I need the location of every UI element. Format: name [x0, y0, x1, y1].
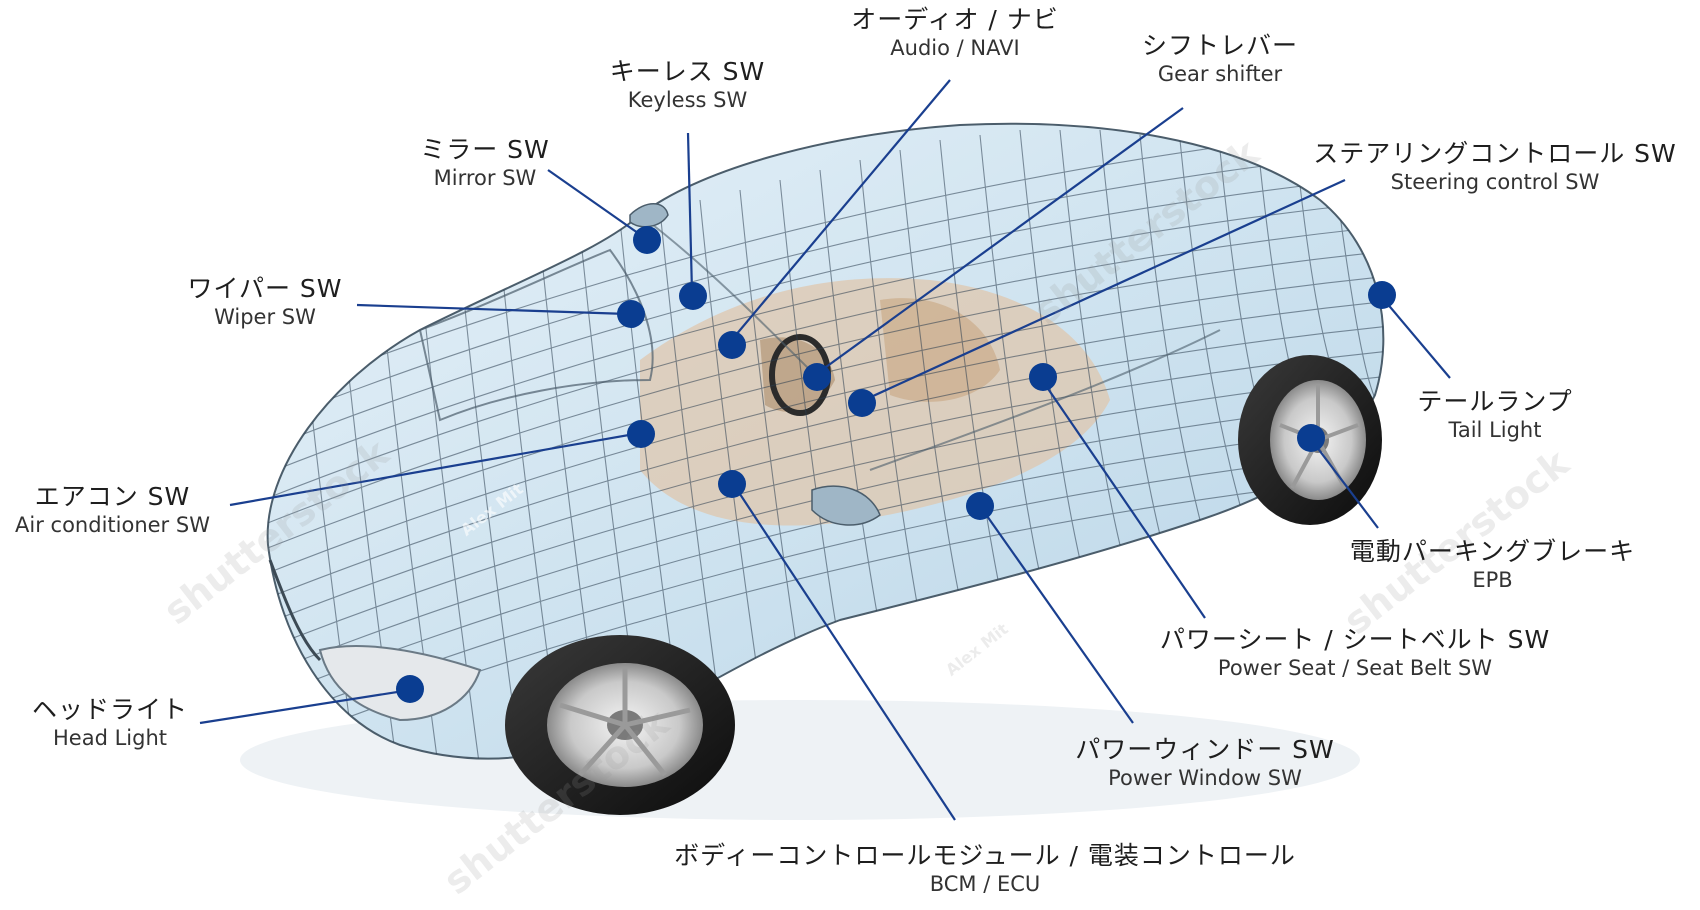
marker-epb [1297, 424, 1325, 452]
callout-bcm-jp: ボディーコントロールモジュール / 電装コントロール [674, 841, 1296, 870]
callout-seat-jp: パワーシート / シートベルト SW [1159, 625, 1551, 654]
side-mirror [811, 485, 881, 526]
callout-tail: テールランプ Tail Light [1390, 386, 1600, 444]
a-pillar [639, 214, 821, 381]
callout-wiper-en: Wiper SW [214, 305, 316, 330]
callout-headlight-en: Head Light [53, 726, 167, 751]
callout-mirror-jp: ミラー SW [420, 135, 550, 164]
marker-audio [718, 331, 746, 359]
callout-steering-jp: ステアリングコントロール SW [1313, 139, 1677, 168]
marker-tail [1368, 281, 1396, 309]
callout-mirror: ミラー SW Mirror SW [390, 134, 580, 192]
grille-line [268, 559, 322, 662]
leader-window [979, 505, 1134, 724]
marker-wiper [617, 300, 645, 328]
callout-seat: パワーシート / シートベルト SW Power Seat / Seat Bel… [1130, 624, 1580, 682]
front-wheel [505, 635, 735, 815]
callout-bcm: ボディーコントロールモジュール / 電装コントロール BCM / ECU [560, 840, 1410, 898]
callout-wiper: ワイパー SW Wiper SW [160, 273, 370, 331]
callout-tail-jp: テールランプ [1417, 387, 1573, 416]
leader-seat [1039, 376, 1206, 619]
leader-gear [814, 107, 1184, 376]
callout-wiper-jp: ワイパー SW [187, 274, 343, 303]
leader-steering [859, 178, 1346, 404]
leader-aircon [229, 431, 641, 507]
leader-keyless [686, 132, 694, 293]
callout-window: パワーウィンドー SW Power Window SW [1050, 734, 1360, 792]
callout-window-en: Power Window SW [1108, 766, 1302, 791]
callout-keyless: キーレス SW Keyless SW [580, 56, 795, 114]
leader-lines [199, 79, 1451, 821]
callout-keyless-en: Keyless SW [627, 88, 748, 113]
callout-mirror-en: Mirror SW [433, 166, 537, 191]
callout-steering-en: Steering control SW [1390, 170, 1600, 195]
callout-keyless-jp: キーレス SW [609, 57, 766, 86]
leader-epb [1309, 437, 1379, 529]
marker-seat [1029, 363, 1057, 391]
marker-window [966, 492, 994, 520]
callout-epb-jp: 電動パーキングブレーキ [1349, 537, 1636, 566]
callout-audio-en: Audio / NAVI [890, 36, 1020, 61]
marker-headlight [396, 675, 424, 703]
leader-mirror [547, 169, 646, 239]
callout-epb: 電動パーキングブレーキ EPB [1320, 536, 1665, 594]
callout-gear-en: Gear shifter [1157, 62, 1283, 87]
callout-headlight: ヘッドライト Head Light [20, 694, 200, 752]
door-line [869, 329, 1221, 471]
marker-bcm [718, 470, 746, 498]
marker-aircon [627, 420, 655, 448]
marker-gear [803, 363, 831, 391]
mirror-top [629, 203, 669, 228]
leader-bcm [731, 481, 956, 821]
callout-audio-jp: オーディオ / ナビ [851, 5, 1059, 34]
leader-wiper [356, 303, 629, 316]
callout-bcm-en: BCM / ECU [929, 872, 1041, 897]
callout-epb-en: EPB [1472, 568, 1513, 593]
callout-aircon-en: Air conditioner SW [15, 513, 210, 538]
callout-audio: オーディオ / ナビ Audio / NAVI [840, 4, 1070, 62]
callout-aircon-jp: エアコン SW [34, 482, 191, 511]
callout-seat-en: Power Seat / Seat Belt SW [1217, 656, 1493, 681]
marker-mirror [633, 226, 661, 254]
leader-audio [729, 79, 951, 343]
marker-dots [396, 226, 1396, 703]
marker-steering [848, 389, 876, 417]
callout-gear-jp: シフトレバー [1141, 31, 1298, 60]
callout-window-jp: パワーウィンドー SW [1075, 735, 1335, 764]
callout-tail-en: Tail Light [1448, 418, 1542, 443]
leader-headlight [199, 688, 411, 725]
callout-gear: シフトレバー Gear shifter [1110, 30, 1330, 88]
leader-tail [1379, 294, 1451, 379]
hood-line [418, 248, 654, 422]
marker-keyless [679, 282, 707, 310]
callout-headlight-jp: ヘッドライト [31, 695, 188, 724]
callout-steering: ステアリングコントロール SW Steering control SW [1290, 138, 1700, 196]
callout-aircon: エアコン SW Air conditioner SW [0, 481, 225, 539]
